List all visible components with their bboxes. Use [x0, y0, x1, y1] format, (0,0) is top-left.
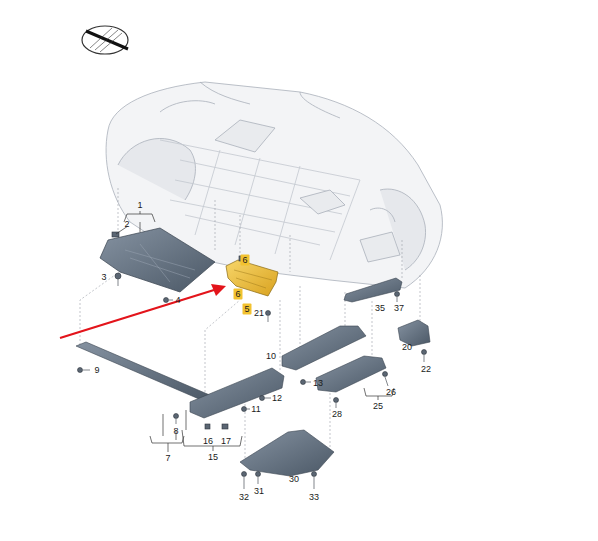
explode-lines: [80, 188, 420, 462]
callout-number: 22: [420, 365, 432, 374]
callout-number: 8: [172, 427, 179, 436]
callout-number: 31: [253, 487, 265, 496]
callout-number: 11: [250, 405, 261, 414]
rear-undertray: [240, 430, 334, 476]
bracket-35: [344, 278, 402, 302]
highlight-callout: 6: [233, 289, 242, 300]
callout-number: 30: [288, 475, 300, 484]
engine-undertray: [100, 228, 215, 292]
callout-number: 26: [385, 388, 397, 397]
fasteners: [78, 232, 427, 489]
callout-number: 9: [93, 366, 100, 375]
panel-ribs: [125, 244, 195, 282]
callout-number: 2: [123, 220, 130, 229]
callout-number: 7: [164, 454, 171, 463]
callout-number: 16: [202, 437, 214, 446]
callout-number: 21: [253, 309, 265, 318]
callout-number: 20: [401, 343, 413, 352]
callout-number: 33: [308, 493, 320, 502]
group-brackets: [116, 211, 394, 452]
callout-number: 28: [331, 410, 343, 419]
highlight-callout: 6: [240, 255, 249, 266]
callout-number: 3: [100, 273, 107, 282]
side-panel: [190, 368, 284, 418]
callout-number: 25: [372, 402, 384, 411]
callout-number: 37: [393, 304, 405, 313]
callout-number: 6: [242, 255, 247, 265]
callout-number: 10: [265, 352, 277, 361]
callout-number: 15: [207, 453, 219, 462]
callout-number: 17: [220, 437, 232, 446]
callout-number: 6: [235, 289, 240, 299]
callout-number: 13: [312, 379, 324, 388]
pointer-arrow: [60, 284, 226, 338]
callout-number: 32: [238, 493, 250, 502]
trim-ribs: [234, 270, 272, 288]
callout-number: 4: [174, 296, 181, 305]
long-strut: [76, 342, 212, 402]
highlight-callout: 5: [242, 304, 251, 315]
view-icon: [82, 26, 128, 54]
callout-number: 5: [244, 304, 249, 314]
callout-number: 35: [374, 304, 386, 313]
callout-number: 1: [136, 201, 143, 210]
rear-panel: [316, 356, 386, 392]
callout-number: 12: [271, 394, 283, 403]
